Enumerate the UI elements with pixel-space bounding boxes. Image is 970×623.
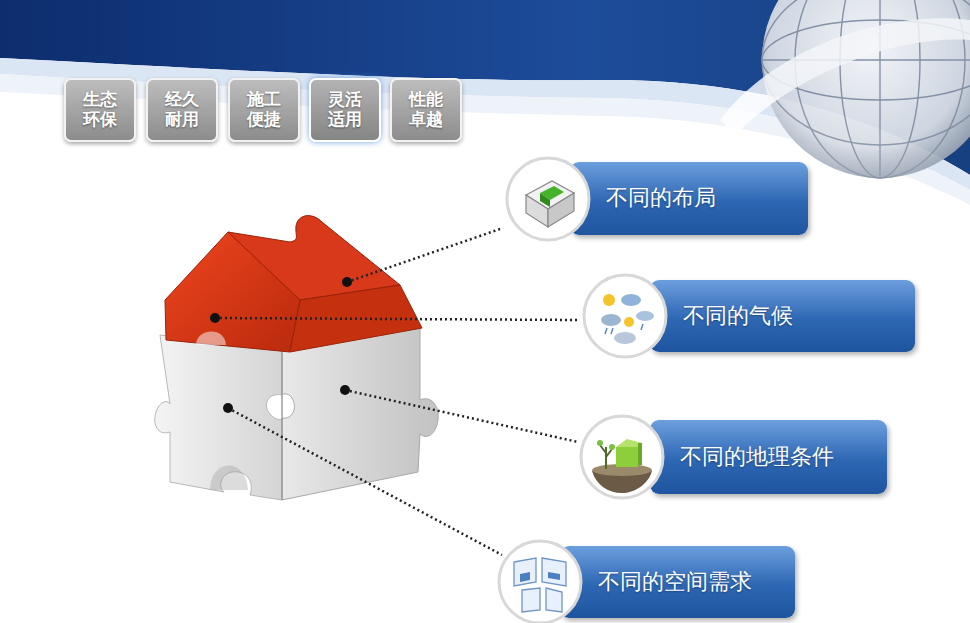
round-icon (578, 413, 666, 501)
tab-label: 性能 卓越 (398, 90, 454, 129)
tab-label: 生态 环保 (72, 90, 128, 129)
tab-label: 经久 耐用 (154, 90, 210, 129)
round-icon (496, 538, 584, 623)
tab-label: 灵活 适用 (317, 90, 373, 129)
feature-box: 不同的地理条件 (650, 420, 887, 494)
tab-button: 生态 环保 (64, 78, 136, 142)
feature-box: 不同的气候 (650, 280, 915, 352)
tab-button: 灵活 适用 (309, 78, 381, 142)
round-icon (581, 272, 669, 360)
feature-box: 不同的布局 (570, 162, 808, 235)
tab-label: 施工 便捷 (236, 90, 292, 129)
box-label: 不同的气候 (683, 303, 793, 329)
feature-box: 不同的空间需求 (560, 546, 795, 618)
tab-button: 施工 便捷 (228, 78, 300, 142)
tab-button: 经久 耐用 (146, 78, 218, 142)
round-icon (504, 155, 592, 243)
tab-button: 性能 卓越 (390, 78, 462, 142)
box-label: 不同的地理条件 (680, 444, 834, 470)
box-label: 不同的布局 (606, 185, 716, 211)
box-label: 不同的空间需求 (598, 569, 752, 595)
